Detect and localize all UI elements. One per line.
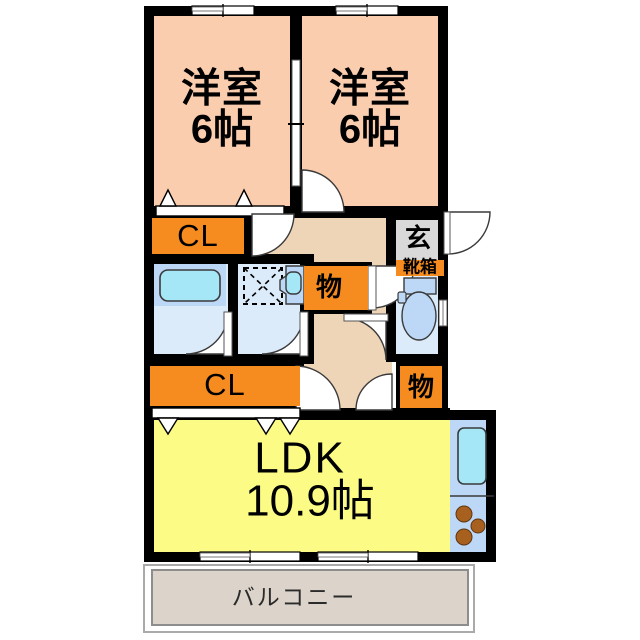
room-fills — [143, 14, 494, 633]
balcony-outer-frame — [143, 564, 475, 633]
ldk-fill — [152, 418, 450, 558]
door-ldk-hall — [295, 365, 341, 411]
door-storage-hall-leaf — [367, 265, 377, 311]
door-bathroom-leaf — [223, 311, 233, 357]
window-ldk-left-sash — [199, 552, 251, 558]
labels: 洋室 6帖 洋室 6帖 LDK 10.9帖 CL CL 物 物 玄 靴箱 バルコ… — [177, 67, 437, 611]
door-hall-upper — [251, 213, 295, 257]
door-ldk-hall-2 — [355, 373, 393, 411]
bedroom-left-fill — [152, 14, 292, 212]
shoebox-box — [396, 260, 444, 276]
door-bedroom-right — [301, 169, 345, 213]
door-washroom-leaf — [299, 311, 309, 357]
window-bedroom-left-sash — [191, 6, 224, 12]
bedroom-left-size: 6帖 — [191, 108, 253, 152]
bedroom-right-name: 洋室 — [329, 67, 411, 111]
wall-closet-upper-right — [244, 214, 252, 262]
door-bedroom-left-fold — [155, 188, 285, 217]
wall-left-outer — [144, 6, 154, 562]
closet-upper-label: CL — [177, 218, 219, 253]
windows — [191, 4, 448, 563]
window-bedroom-right-sash — [335, 6, 368, 12]
door-genkan — [447, 211, 491, 255]
door-closet-lower-fold — [151, 407, 302, 436]
fixtures — [154, 264, 494, 546]
shoebox-label: 靴箱 — [403, 256, 437, 276]
genkan-label: 玄 — [405, 223, 431, 253]
storage-entry-box — [400, 366, 442, 408]
toilet-bowl — [401, 291, 437, 341]
wall-bath-bottom — [144, 354, 314, 364]
wall-kitchen-top — [438, 410, 496, 420]
kitchen-sink — [457, 427, 487, 485]
storage-entry-label: 物 — [408, 372, 434, 402]
wall-toilet-bottom — [386, 354, 448, 362]
toilet-lever — [397, 291, 407, 304]
wall-right-upper — [438, 6, 448, 212]
balcony-fill — [151, 569, 469, 626]
closet-boxes — [150, 218, 444, 408]
stove-burner-1 — [455, 505, 473, 523]
door-toilet-leaf — [343, 313, 389, 322]
wall-bath-divider — [228, 256, 238, 362]
closet-upper-box — [152, 218, 244, 254]
storage-hall-label: 物 — [316, 272, 342, 302]
genkan-fill — [394, 218, 442, 262]
wall-genkan-top — [386, 212, 448, 220]
bedroom-left-name: 洋室 — [181, 67, 263, 111]
window-ldk-right-sash — [317, 552, 369, 558]
ldk-name: LDK — [254, 434, 346, 483]
wall-toilet-left — [386, 266, 396, 362]
door-genkan-leaf — [443, 211, 451, 255]
ldk-size: 10.9帖 — [245, 477, 375, 526]
storage-hall-box — [304, 266, 368, 310]
bedroom-right-size: 6帖 — [339, 108, 401, 152]
bathtub — [159, 269, 221, 302]
wall-right-kitchen — [486, 410, 496, 562]
balcony-label: バルコニー — [232, 584, 357, 610]
wall-genkan-left — [386, 212, 396, 268]
stove-burner-2 — [470, 518, 486, 534]
closet-lower-label: CL — [204, 367, 246, 402]
stove-burner-3 — [455, 528, 473, 546]
closet-lower-box — [150, 366, 300, 406]
vanity-basin — [285, 271, 302, 295]
